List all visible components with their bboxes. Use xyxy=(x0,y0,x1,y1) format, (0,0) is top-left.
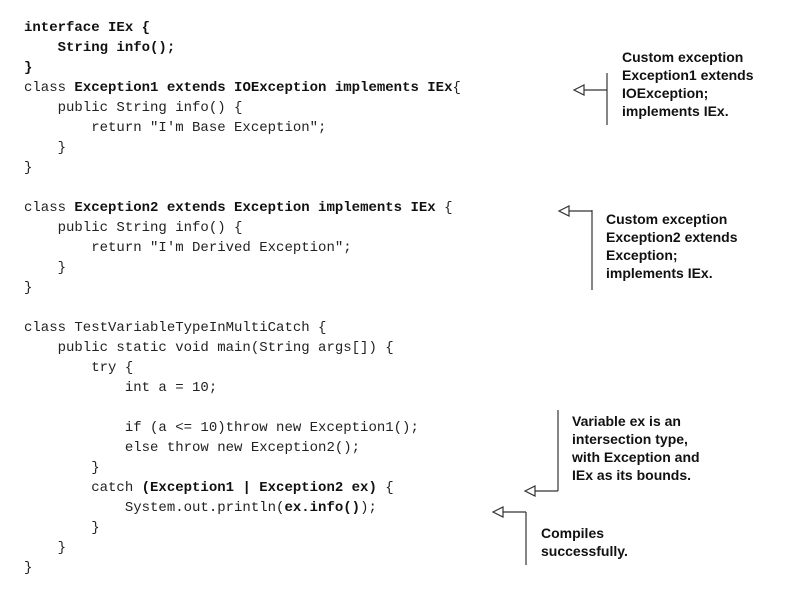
annotation-line: Exception2 extends xyxy=(606,229,738,245)
code-emphasis: (Exception1 | Exception2 ex) xyxy=(141,480,377,496)
code-line: public String info() { xyxy=(24,218,243,238)
code-line: } xyxy=(24,558,32,578)
code-text: class xyxy=(24,80,75,96)
code-line: } xyxy=(24,138,66,158)
code-text: } xyxy=(24,560,33,576)
code-text: public static void main(String args[]) { xyxy=(24,340,394,356)
code-line: return "I'm Derived Exception"; xyxy=(24,238,352,258)
code-text: if (a <= 10)throw new Exception1(); xyxy=(24,420,419,436)
annotation-compiles-successfully: Compiles successfully. xyxy=(541,524,628,560)
code-text: { xyxy=(435,200,453,216)
code-text: } xyxy=(24,280,33,296)
code-text: int a = 10; xyxy=(24,380,218,396)
code-emphasis: } xyxy=(24,60,33,76)
code-line: public static void main(String args[]) { xyxy=(24,338,394,358)
code-text: try { xyxy=(24,360,134,376)
callout-intersection-arrowhead xyxy=(523,485,536,497)
code-line: class Exception1 extends IOException imp… xyxy=(24,78,461,98)
code-line: class Exception2 extends Exception imple… xyxy=(24,198,453,218)
code-line: return "I'm Base Exception"; xyxy=(24,118,326,138)
annotation-line: with Exception and xyxy=(572,449,700,465)
code-line: int a = 10; xyxy=(24,378,217,398)
annotation-line: Custom exception xyxy=(606,211,728,227)
code-emphasis: Exception2 extends Exception implements … xyxy=(74,200,436,216)
annotation-line: Variable ex is an xyxy=(572,413,681,429)
code-text: } xyxy=(24,140,67,156)
code-line: catch (Exception1 | Exception2 ex) { xyxy=(24,478,394,498)
code-line: } xyxy=(24,278,32,298)
code-line: else throw new Exception2(); xyxy=(24,438,360,458)
code-text: { xyxy=(376,480,394,496)
annotation-intersection-type: Variable ex is an intersection type, with … xyxy=(572,412,700,484)
code-text: catch xyxy=(24,480,142,496)
code-line: } xyxy=(24,58,32,78)
code-line: if (a <= 10)throw new Exception1(); xyxy=(24,418,419,438)
code-line: class TestVariableTypeInMultiCatch { xyxy=(24,318,326,338)
annotation-line: intersection type, xyxy=(572,431,688,447)
code-line: } xyxy=(24,258,66,278)
annotation-line: Exception; xyxy=(606,247,678,263)
code-text: return "I'm Derived Exception"; xyxy=(24,240,352,256)
code-text: } xyxy=(24,540,67,556)
code-line: } xyxy=(24,518,100,538)
code-line: } xyxy=(24,538,66,558)
code-text: } xyxy=(24,260,67,276)
code-text: { xyxy=(452,80,461,96)
code-text: else throw new Exception2(); xyxy=(24,440,361,456)
code-text: System.out.println( xyxy=(24,500,285,516)
code-line: interface IEx { xyxy=(24,18,150,38)
annotation-line: Exception1 extends xyxy=(622,67,754,83)
code-text: ); xyxy=(360,500,377,516)
annotation-line: implements IEx. xyxy=(606,265,713,281)
callout-exception2-arrowhead xyxy=(557,205,570,217)
annotation-line: successfully. xyxy=(541,543,628,559)
code-text: class xyxy=(24,200,75,216)
code-text: } xyxy=(24,460,100,476)
code-text xyxy=(24,40,58,56)
annotation-line: Custom exception xyxy=(622,49,744,65)
code-line: try { xyxy=(24,358,133,378)
code-text: return "I'm Base Exception"; xyxy=(24,120,327,136)
annotation-line: Compiles xyxy=(541,525,605,541)
code-emphasis: Exception1 extends IOException implement… xyxy=(74,80,453,96)
code-line: } xyxy=(24,158,32,178)
callout-exception1-arrowhead xyxy=(572,84,585,96)
annotation-line: implements IEx. xyxy=(622,103,729,119)
callout-compiles-arrowhead xyxy=(491,506,504,518)
code-text: } xyxy=(24,160,33,176)
annotation-line: IEx as its bounds. xyxy=(572,467,692,483)
code-line: System.out.println(ex.info()); xyxy=(24,498,377,518)
code-text: } xyxy=(24,520,100,536)
code-text: class TestVariableTypeInMultiCatch { xyxy=(24,320,327,336)
code-text: public String info() { xyxy=(24,100,243,116)
code-line: } xyxy=(24,458,100,478)
code-text: public String info() { xyxy=(24,220,243,236)
code-emphasis: interface IEx { xyxy=(24,20,151,36)
code-line: String info(); xyxy=(24,38,176,58)
code-line: public String info() { xyxy=(24,98,243,118)
annotation-line: IOException; xyxy=(622,85,709,101)
code-emphasis: String info(); xyxy=(57,40,176,56)
code-emphasis: ex.info() xyxy=(284,500,361,516)
